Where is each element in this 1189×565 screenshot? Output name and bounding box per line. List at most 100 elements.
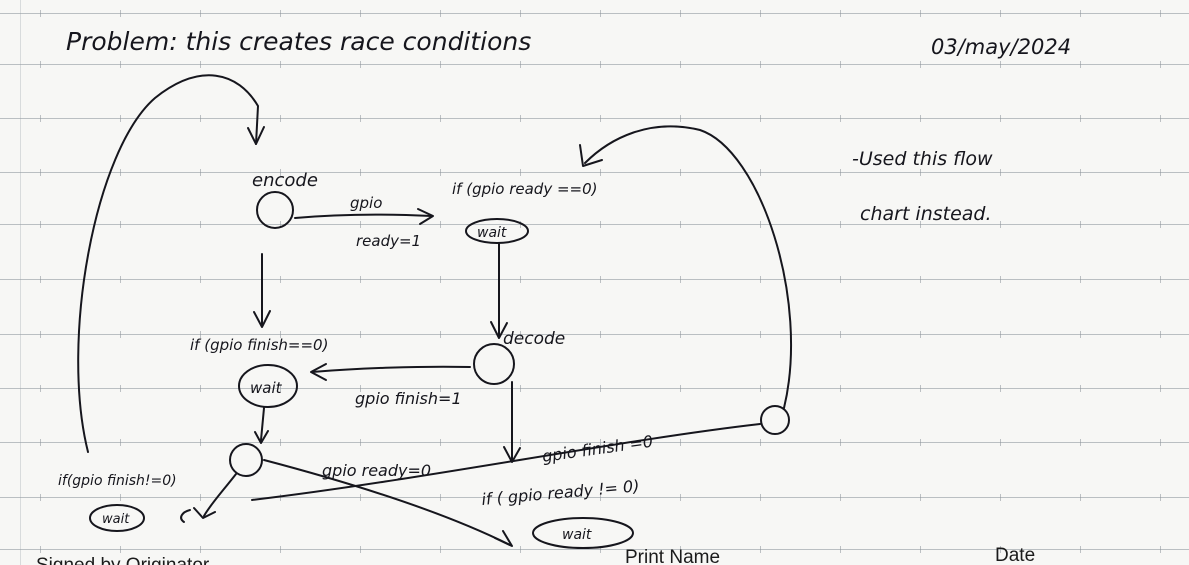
ruled-tick	[200, 331, 201, 338]
ruled-tick	[840, 115, 841, 122]
ruled-tick	[40, 10, 41, 17]
ruled-tick	[200, 494, 201, 501]
ruled-tick	[120, 331, 121, 338]
ruled-tick	[840, 494, 841, 501]
decode-label: decode	[503, 329, 565, 349]
node-to-wait4-arrow	[263, 459, 511, 546]
ruled-tick	[440, 546, 441, 553]
ruled-tick	[600, 494, 601, 501]
loop-back-arrow	[77, 74, 259, 453]
ruled-tick	[680, 221, 681, 228]
ruled-tick	[600, 276, 601, 283]
ruled-tick	[120, 61, 121, 68]
ruled-tick	[680, 385, 681, 392]
ruled-tick	[200, 169, 201, 176]
ruled-line	[0, 549, 1189, 550]
arrowhead	[254, 430, 269, 444]
ruled-tick	[920, 115, 921, 122]
ruled-tick	[680, 169, 681, 176]
ruled-tick	[760, 331, 761, 338]
margin-line	[20, 0, 21, 565]
side-note-line1: -Used this flow	[852, 148, 993, 170]
ruled-tick	[840, 546, 841, 553]
loop-back-arrowhead	[247, 126, 265, 145]
ruled-tick	[200, 221, 201, 228]
wait-3-label: wait	[102, 512, 130, 527]
cond-finish-nonzero: if(gpio finish!=0)	[58, 473, 177, 489]
ruled-tick	[360, 546, 361, 553]
ruled-tick	[680, 276, 681, 283]
wait-2-label: wait	[250, 379, 283, 397]
ruled-tick	[360, 494, 361, 501]
ruled-tick	[280, 276, 281, 283]
ruled-tick	[680, 331, 681, 338]
ruled-tick	[40, 276, 41, 283]
ruled-tick	[1080, 494, 1081, 501]
ruled-tick	[200, 385, 201, 392]
ruled-tick	[1000, 546, 1001, 553]
ruled-tick	[1160, 61, 1161, 68]
ruled-tick	[760, 385, 761, 392]
wait-node-3	[89, 504, 145, 532]
ruled-tick	[1160, 169, 1161, 176]
ruled-tick	[40, 169, 41, 176]
ruled-tick	[1160, 276, 1161, 283]
ruled-tick	[760, 221, 761, 228]
cond-finish-zero: if (gpio finish==0)	[190, 336, 328, 354]
ruled-tick	[360, 221, 361, 228]
right-loop-arrow	[584, 125, 792, 409]
date-label: Date	[995, 545, 1036, 565]
ruled-tick	[360, 439, 361, 446]
wait3-loop-mark	[180, 509, 191, 523]
ruled-tick	[920, 385, 921, 392]
decode-to-wait2-arrow	[311, 365, 471, 373]
ruled-tick	[40, 439, 41, 446]
wait-4-label: wait	[562, 527, 592, 543]
ruled-tick	[920, 331, 921, 338]
wait-node-4	[532, 517, 634, 549]
ruled-tick	[1000, 385, 1001, 392]
ruled-tick	[360, 61, 361, 68]
ruled-tick	[520, 276, 521, 283]
ruled-line	[0, 279, 1189, 280]
ruled-tick	[840, 221, 841, 228]
ruled-tick	[280, 494, 281, 501]
ruled-tick	[360, 10, 361, 17]
arrowhead	[253, 310, 271, 328]
ruled-tick	[1160, 546, 1161, 553]
ruled-tick	[760, 115, 761, 122]
gpio-label: gpio	[350, 194, 382, 212]
ruled-line	[0, 118, 1189, 119]
ruled-tick	[680, 10, 681, 17]
ruled-tick	[520, 169, 521, 176]
ruled-tick	[920, 10, 921, 17]
ruled-tick	[1080, 221, 1081, 228]
ruled-tick	[440, 385, 441, 392]
ruled-tick	[40, 546, 41, 553]
ruled-tick	[520, 546, 521, 553]
ruled-tick	[920, 546, 921, 553]
node-to-wait3-line	[203, 473, 237, 517]
ruled-tick	[120, 494, 121, 501]
ruled-tick	[360, 385, 361, 392]
ruled-tick	[280, 221, 281, 228]
ruled-tick	[1000, 10, 1001, 17]
ruled-tick	[760, 61, 761, 68]
ruled-tick	[440, 221, 441, 228]
ruled-tick	[520, 385, 521, 392]
ruled-tick	[1000, 439, 1001, 446]
ruled-tick	[280, 115, 281, 122]
ruled-tick	[680, 439, 681, 446]
ruled-tick	[520, 61, 521, 68]
ruled-tick	[1000, 494, 1001, 501]
ruled-tick	[840, 331, 841, 338]
ruled-tick	[1080, 61, 1081, 68]
ruled-line	[0, 224, 1189, 225]
ruled-tick	[760, 546, 761, 553]
ruled-tick	[920, 221, 921, 228]
ruled-tick	[1000, 331, 1001, 338]
date-note: 03/may/2024	[931, 35, 1071, 59]
ruled-tick	[40, 115, 41, 122]
ruled-tick	[520, 439, 521, 446]
encode-to-wait-arrow	[294, 213, 433, 219]
